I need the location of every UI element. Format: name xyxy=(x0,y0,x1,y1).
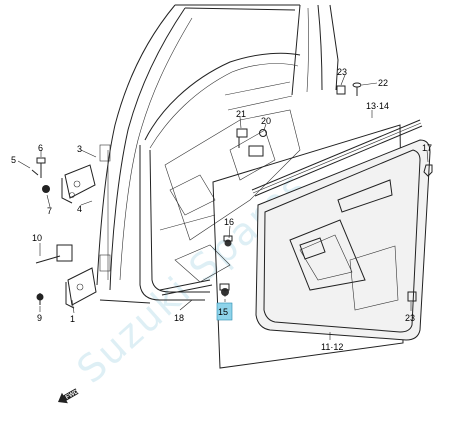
label-part-1: 1 xyxy=(70,314,75,324)
part-labels: 3 4 5 6 7 10 9 1 18 21 20 16 23 22 13·14… xyxy=(11,67,432,352)
leader-lines xyxy=(17,74,429,340)
label-part-5: 5 xyxy=(11,155,16,165)
door-check-strap xyxy=(159,279,213,296)
label-part-17: 17 xyxy=(422,143,432,153)
label-part-6: 6 xyxy=(38,143,43,153)
highlight-box-15 xyxy=(216,302,233,321)
cap-23-bottom xyxy=(407,291,417,302)
clip-17 xyxy=(423,164,433,177)
label-part-3: 3 xyxy=(77,144,82,154)
label-part-20: 20 xyxy=(261,116,271,126)
label-part-9: 9 xyxy=(37,313,42,323)
label-part-11-12: 11·12 xyxy=(321,342,343,352)
door-frame-body xyxy=(96,4,339,304)
fwd-label: FWD xyxy=(65,389,80,401)
label-part-21: 21 xyxy=(236,109,246,119)
label-part-18: 18 xyxy=(174,313,184,323)
nut-7 xyxy=(42,185,50,193)
label-part-16: 16 xyxy=(224,217,234,227)
clip-21 xyxy=(236,128,248,148)
label-part-7: 7 xyxy=(47,206,52,216)
fwd-arrow: FWD xyxy=(58,388,80,404)
grommet-20 xyxy=(248,129,267,157)
label-part-10: 10 xyxy=(32,233,42,243)
lower-hinge xyxy=(35,244,97,309)
door-trim-panel xyxy=(212,119,431,369)
label-part-23-bottom: 23 xyxy=(405,313,415,323)
bolt-9 xyxy=(36,293,44,305)
screw-22 xyxy=(352,82,362,96)
label-part-15-highlight[interactable]: 15 xyxy=(216,302,233,321)
bolt-6 xyxy=(36,157,46,178)
label-part-23-top: 23 xyxy=(337,67,347,77)
label-part-22: 22 xyxy=(378,78,388,88)
upper-hinge xyxy=(61,164,96,204)
screw-5 xyxy=(31,169,39,176)
label-part-13-14: 13·14 xyxy=(366,101,389,111)
label-part-15: 15 xyxy=(218,307,228,317)
clip-15 xyxy=(219,283,230,296)
cap-23-top xyxy=(336,85,346,95)
label-part-4: 4 xyxy=(77,204,82,214)
